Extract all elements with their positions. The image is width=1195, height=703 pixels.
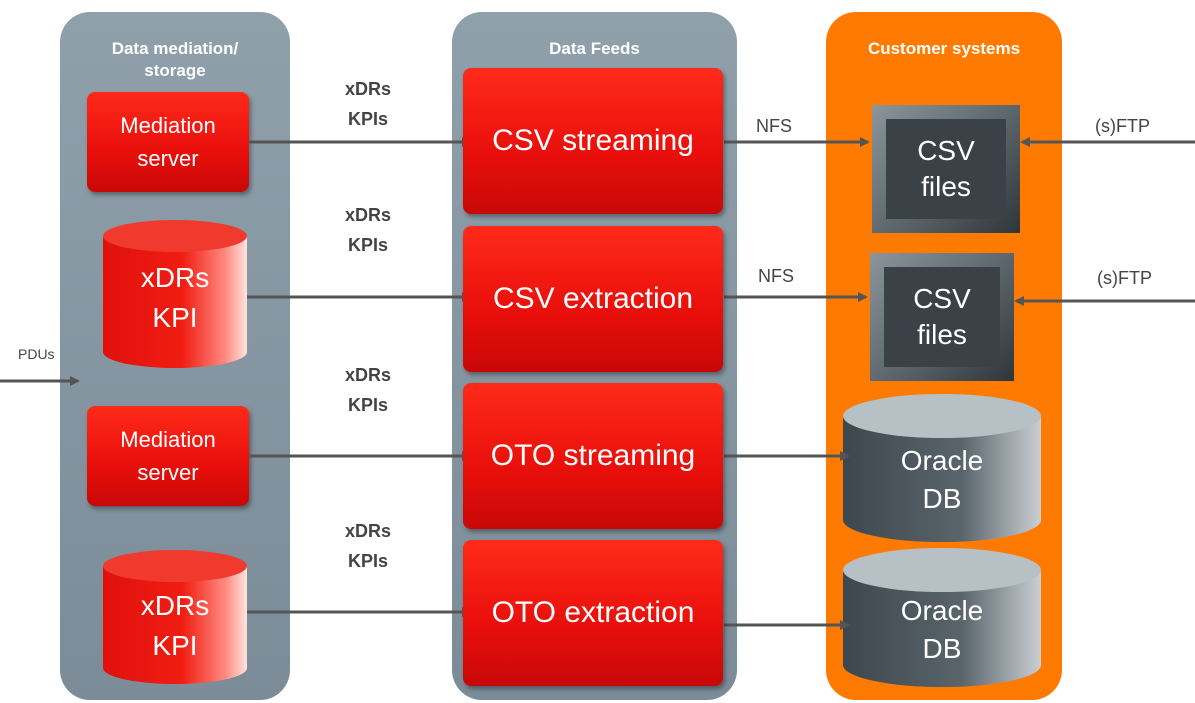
mediation-server-2: Mediation server: [87, 406, 249, 506]
csv-files-1-label: CSV files: [886, 119, 1006, 219]
nfs-label-2: NFS: [758, 266, 794, 286]
sftp-label-1: (s)FTP: [1095, 116, 1150, 136]
oracle-db-1-label: Oracle DB: [900, 445, 984, 514]
xdrs-kpi-db-1: [103, 220, 247, 368]
csv-files-2-label: CSV files: [884, 267, 1000, 367]
sftp-label-2: (s)FTP: [1097, 268, 1152, 288]
xdrs-kpis-label-1: xDRs KPIs: [344, 79, 392, 129]
csv-extraction-box: CSV extraction: [463, 226, 723, 372]
xdrs-kpis-label-2: xDRs KPIs: [344, 205, 392, 255]
oracle-db-2-label: Oracle DB: [900, 595, 984, 664]
data-mediation-title: Data mediation/ storage: [111, 39, 239, 80]
oracle-db-2: [843, 548, 1041, 687]
csv-streaming-box: CSV streaming: [463, 68, 723, 214]
xdrs-kpis-label-4: xDRs KPIs: [344, 521, 392, 571]
xdrs-kpi-db-1-label: xDRs KPI: [140, 262, 210, 333]
csv-files-box-2: CSV files: [870, 253, 1014, 381]
xdrs-kpi-db-2: [103, 550, 247, 684]
oto-streaming-box: OTO streaming: [463, 383, 723, 529]
xdrs-kpi-db-2-label: xDRs KPI: [140, 590, 210, 661]
oracle-db-1: [843, 394, 1041, 542]
connector-arrows: [0, 137, 1195, 630]
oto-extraction-box: OTO extraction: [463, 540, 723, 686]
nfs-label-1: NFS: [756, 116, 792, 136]
pdus-label: PDUs: [18, 346, 55, 362]
data-feeds-title: Data Feeds: [549, 39, 640, 58]
csv-files-box-1: CSV files: [872, 105, 1020, 233]
mediation-server-1: Mediation server: [87, 92, 249, 192]
customer-systems-title: Customer systems: [867, 39, 1021, 58]
xdrs-kpis-label-3: xDRs KPIs: [344, 365, 392, 415]
